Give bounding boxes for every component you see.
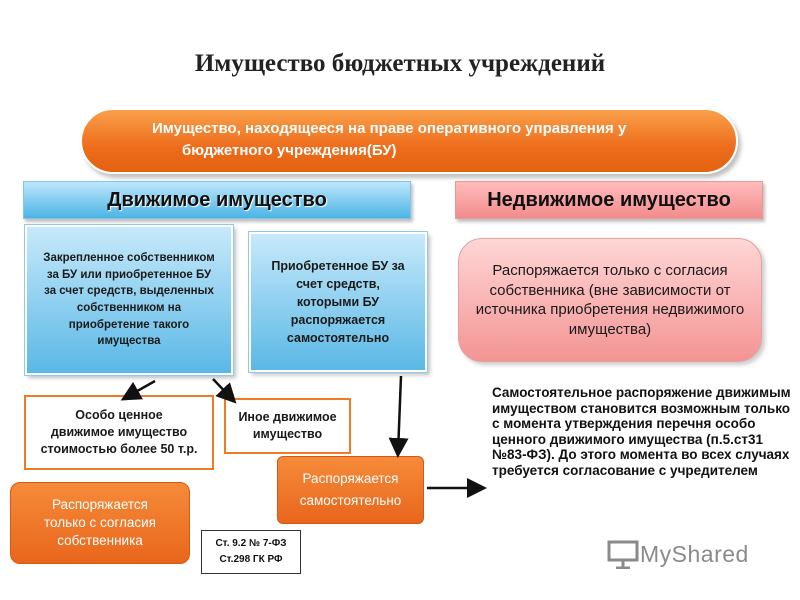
property-root-pill: Имущество, находящееся на праве оператив… (80, 108, 738, 174)
root-pill-line-1: Имущество, находящееся на праве оператив… (152, 120, 627, 137)
arrow-to-other-movable (212, 378, 237, 404)
disposal-note: Самостоятельное распоряжение движимым им… (492, 385, 791, 478)
especially-valuable-box: Особо ценное движимое имущество стоимост… (24, 395, 214, 470)
arrow-to-independent (388, 375, 409, 458)
page-title: Имущество бюджетных учреждений (194, 50, 606, 77)
root-pill-line-2: бюджетного учреждения(БУ) (182, 142, 397, 159)
movable-property-header: Движимое имущество (23, 181, 411, 219)
owner-consent-box: Распоряжается только с согласия собствен… (10, 482, 190, 564)
arrow-to-especially-valuable (120, 379, 156, 401)
presentation-board-icon (607, 540, 639, 569)
immovable-description-box: Распоряжается только с согласия собствен… (458, 238, 762, 362)
immovable-property-header: Недвижимое имущество (455, 181, 763, 219)
independent-disposal-box: Распоряжается самостоятельно (277, 456, 424, 524)
other-movable-box: Иное движимое имущество (224, 398, 351, 454)
assigned-property-box: Закрепленное собственником за БУ или при… (24, 224, 234, 376)
acquired-property-text: Приобретенное БУ за счет средств, которы… (271, 258, 405, 346)
acquired-property-box: Приобретенное БУ за счет средств, которы… (248, 231, 428, 373)
assigned-property-text: Закрепленное собственником за БУ или при… (43, 251, 215, 348)
logo-text: MyShared (640, 540, 749, 567)
law-references-box: Ст. 9.2 № 7-ФЗ Ст.298 ГК РФ (201, 530, 301, 574)
myshared-logo: MyShared (606, 538, 766, 570)
